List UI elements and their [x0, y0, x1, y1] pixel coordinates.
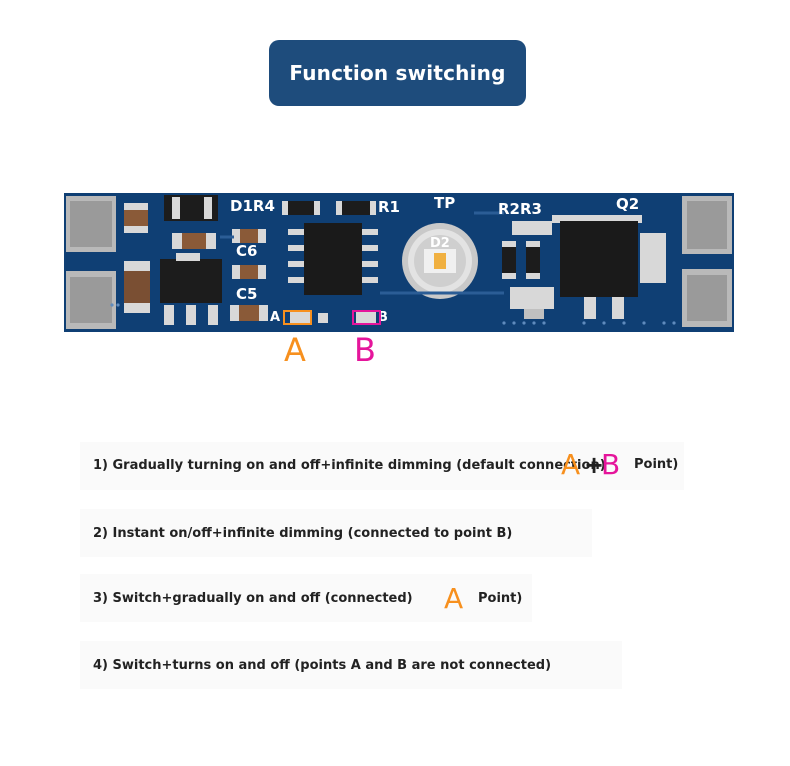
- silk-a: A: [270, 310, 281, 325]
- silk-c6: C6: [236, 242, 258, 260]
- mode-row-2: [80, 509, 592, 557]
- mode-1-suffix: Point): [634, 457, 679, 472]
- mode-2-text: 2) Instant on/off+infinite dimming (conn…: [93, 526, 513, 541]
- marker-b-label: B: [354, 331, 376, 369]
- silk-r2r3: R2R3: [498, 200, 542, 218]
- mode-3-text: 3) Switch+gradually on and off (connecte…: [93, 591, 413, 606]
- mode-3-suffix: Point): [478, 591, 523, 606]
- jumper-a-highlight: [283, 310, 312, 325]
- silk-tp: TP: [434, 194, 456, 212]
- mode-row-4: [80, 641, 622, 689]
- marker-a-label: A: [284, 331, 306, 369]
- mode-1-letter-b: B: [601, 448, 621, 481]
- jumper-b-highlight: [352, 310, 381, 325]
- mode-row-3: [80, 574, 532, 622]
- title-badge: Function switching: [269, 40, 526, 106]
- silk-q2: Q2: [616, 195, 640, 213]
- pcb-drawing: [66, 195, 732, 329]
- silk-d2: D2: [430, 236, 450, 251]
- pcb-board-image: D1R4 C6 C5 R1 TP R2R3 Q2 D2 A B: [64, 193, 734, 332]
- mode-1-letter-a: A: [561, 448, 581, 481]
- mode-3-letter-a: A: [444, 582, 464, 615]
- silk-r1: R1: [378, 198, 400, 216]
- mode-1-text: 1) Gradually turning on and off+infinite…: [93, 458, 606, 473]
- page-title: Function switching: [289, 61, 506, 85]
- silk-b: B: [378, 310, 388, 325]
- mode-row-1: [80, 442, 684, 490]
- mode-1-plus: +: [584, 451, 605, 479]
- silk-c5: C5: [236, 285, 258, 303]
- mode-4-text: 4) Switch+turns on and off (points A and…: [93, 658, 552, 673]
- silk-d1r4: D1R4: [230, 197, 275, 215]
